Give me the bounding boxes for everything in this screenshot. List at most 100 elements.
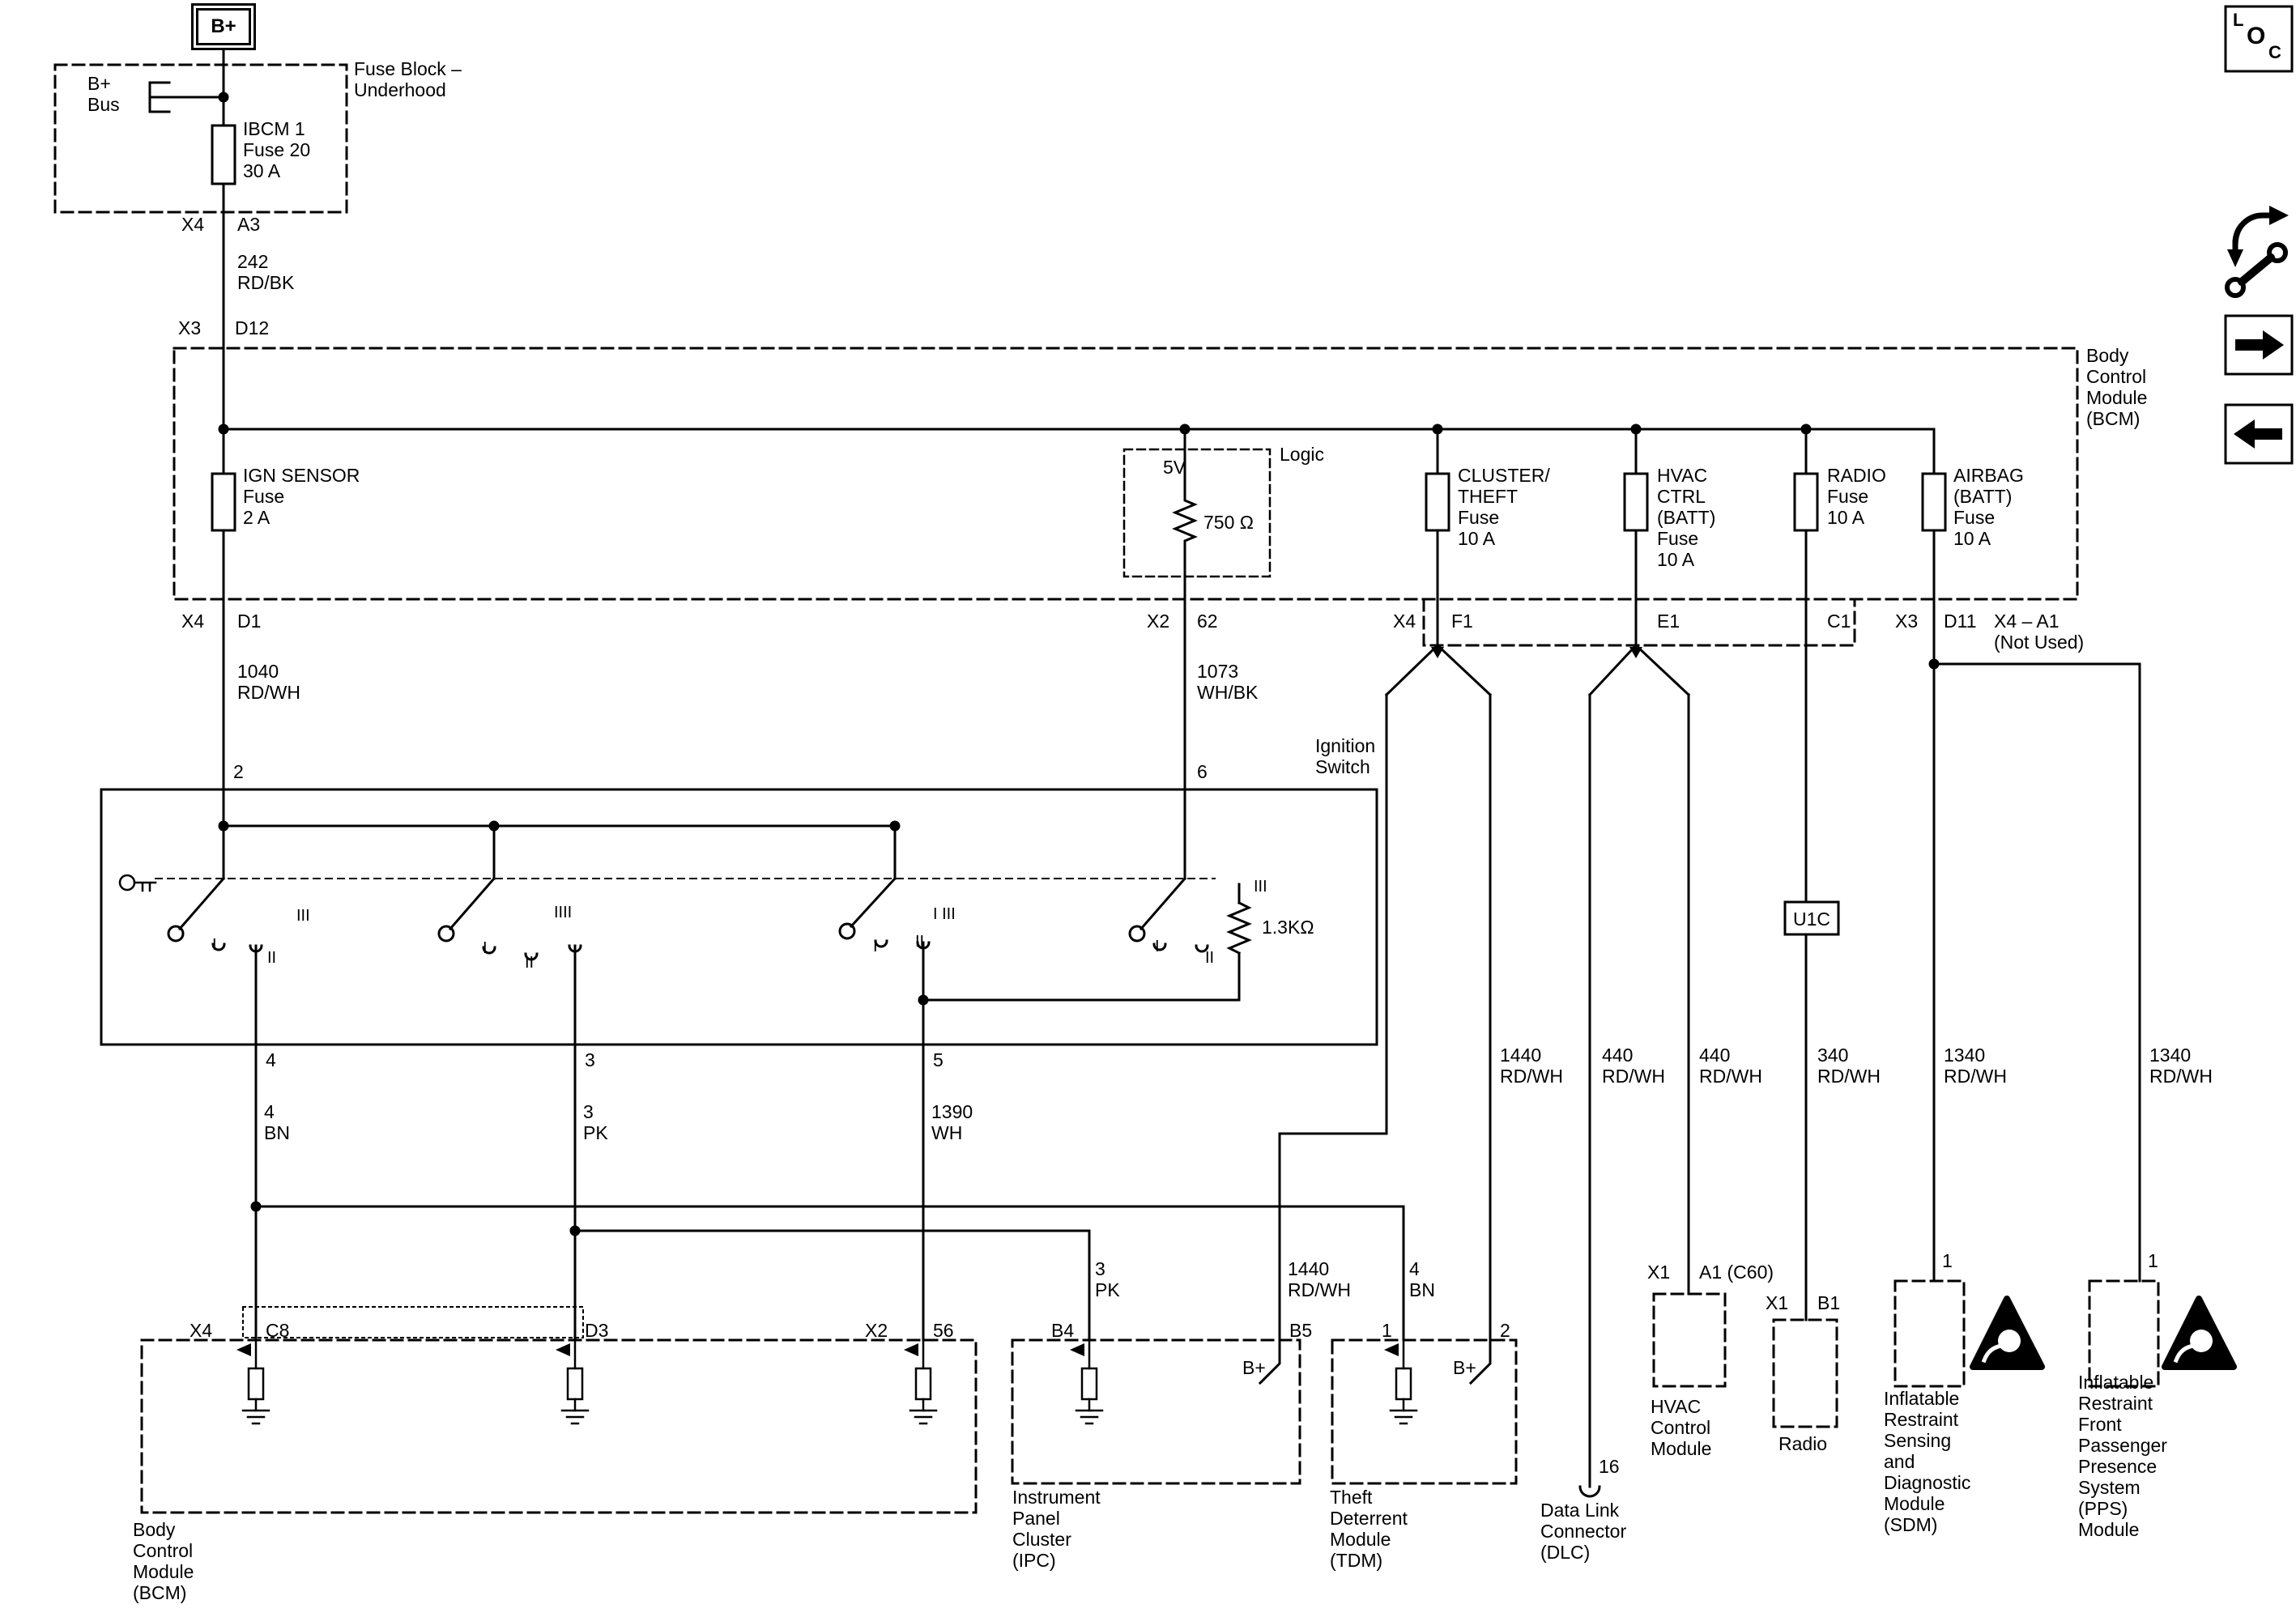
sw1-pos-iii: III — [296, 907, 310, 925]
key-icon — [118, 874, 157, 892]
tdm-box — [1331, 1338, 1518, 1485]
ground-d3 — [556, 1338, 590, 1425]
cluster-theft-fuse-label: CLUSTER/ THEFT Fuse 10 A — [1458, 465, 1550, 549]
pin-d11: D11 — [1944, 611, 1977, 632]
tdm-bplus: B+ — [1453, 1357, 1476, 1378]
connector-x4-c8: X4 — [190, 1320, 213, 1341]
wire-340-rdwh-label: 340 RD/WH — [1817, 1045, 1881, 1087]
ground-b4 — [1070, 1338, 1104, 1425]
bcm-box — [173, 347, 2079, 647]
bcm-bottom-box — [140, 1338, 978, 1514]
pin-62: 62 — [1197, 611, 1218, 632]
ign-sensor-fuse-label: IGN SENSOR Fuse 2 A — [243, 465, 360, 528]
bplus-terminal-label: B+ — [211, 15, 236, 37]
sw1-pos-i: I — [212, 936, 217, 954]
repair-tools-icon[interactable] — [2225, 206, 2289, 298]
ipc-bplus-stub — [1258, 1338, 1281, 1385]
ipc-bplus: B+ — [1242, 1357, 1266, 1378]
pin-4: 4 — [266, 1049, 276, 1070]
tdm-title: Theft Deterrent Module (TDM) — [1330, 1487, 1408, 1571]
pin-a3: A3 — [237, 214, 261, 235]
sw2-pos-i: I — [483, 939, 488, 957]
bcm-bottom-title: Body Control Module (BCM) — [133, 1519, 194, 1603]
wire-1440-rdwh-label-a: 1440 RD/WH — [1500, 1045, 1563, 1087]
u1c-connector-box — [1783, 900, 1840, 936]
wire-1340-rdwh-label-b: 1340 RD/WH — [2149, 1045, 2213, 1087]
wire-242-rdbk-label: 242 RD/BK — [237, 251, 295, 293]
logic-title: Logic — [1280, 444, 1324, 465]
tdm-bplus-stub — [1468, 1338, 1492, 1385]
ground-56 — [904, 1338, 938, 1425]
fuse-block-underhood-box — [53, 63, 348, 214]
connector-x1-hvac: X1 — [1647, 1262, 1671, 1283]
bcm-bus-and-fuses — [211, 423, 1947, 1321]
pin-d3: D3 — [585, 1320, 609, 1341]
radio-fuse-label: RADIO Fuse 10 A — [1827, 465, 1886, 528]
bplus-terminal: B+ — [191, 3, 256, 50]
sdm-pin-1: 1 — [1942, 1250, 1953, 1271]
fuse-block-underhood-label: Fuse Block – Underhood — [354, 58, 462, 100]
wire-440-rdwh-label-a: 440 RD/WH — [1602, 1045, 1665, 1087]
loc-icon-box[interactable] — [2224, 5, 2294, 73]
radio-title: Radio — [1778, 1433, 1828, 1454]
wire-4-bn-label-b: 4 BN — [1409, 1258, 1435, 1300]
passlock-resistor-symbol — [1226, 900, 1252, 955]
sw1-pos-ii: II — [267, 949, 277, 967]
wire-1340-rdwh-label-a: 1340 RD/WH — [1944, 1045, 2007, 1087]
forward-arrow-icon[interactable] — [2224, 314, 2294, 376]
pps-pin-1: 1 — [2148, 1250, 2158, 1271]
wire-1040-rdwh-label: 1040 RD/WH — [237, 661, 300, 703]
wire-3-pk-label: 3 PK — [583, 1101, 608, 1143]
pin-a1-c60: A1 (C60) — [1699, 1262, 1774, 1283]
pin-f1: F1 — [1451, 611, 1473, 632]
bcm-bottom-connector-strip — [242, 1306, 584, 1338]
branch-wiring — [1278, 643, 2141, 1498]
loc-c: C — [2268, 42, 2281, 62]
sdm-title: Inflatable Restraint Sensing and Diagnos… — [1884, 1388, 1971, 1535]
loc-o: O — [2247, 23, 2266, 49]
ipc-box — [1011, 1338, 1301, 1485]
sw2-pos-ii: II — [525, 954, 535, 972]
logic-box — [1122, 448, 1272, 578]
dlc-terminal-symbol — [1578, 1485, 1601, 1498]
pin-c1: C1 — [1827, 611, 1851, 632]
pin-3: 3 — [585, 1049, 595, 1070]
pin-b1: B1 — [1817, 1292, 1841, 1313]
sdm-airbag-warning-icon — [1970, 1296, 2045, 1370]
connector-x3-d12: X3 — [178, 317, 202, 338]
airbag-fuse-label: AIRBAG (BATT) Fuse 10 A — [1953, 465, 2024, 549]
sw3-pos-ii: II — [915, 933, 925, 951]
back-arrow-icon[interactable] — [2224, 403, 2294, 465]
connector-x4-d1: X4 — [181, 611, 205, 632]
ibcm-fuse-label: IBCM 1 Fuse 20 30 A — [243, 118, 311, 181]
tdm-pin-1: 1 — [1382, 1320, 1392, 1341]
sw-res-pos-iii: III — [1254, 878, 1267, 896]
pin-56: 56 — [933, 1320, 954, 1341]
pps-box — [2088, 1279, 2160, 1388]
ground-terminations — [236, 1338, 1492, 1425]
logic-resistor-symbol — [1172, 494, 1198, 547]
wire-1440-rdwh-label-b: 1440 RD/WH — [1288, 1258, 1351, 1300]
bcm-title: Body Control Module (BCM) — [2086, 345, 2148, 429]
connector-x4-a3: X4 — [181, 214, 205, 235]
tdm-pin-2: 2 — [1500, 1320, 1510, 1341]
connector-x2-56: X2 — [865, 1320, 888, 1341]
ignition-switch-title: Ignition Switch — [1315, 735, 1376, 777]
connector-x1-radio: X1 — [1766, 1292, 1789, 1313]
u1c-label: U1C — [1793, 908, 1831, 930]
radio-box — [1772, 1318, 1838, 1428]
wire-4-bn-label: 4 BN — [264, 1101, 290, 1143]
ground-c8 — [236, 1338, 270, 1425]
loc-l: L — [2233, 10, 2244, 30]
wire-1073-whbk-label: 1073 WH/BK — [1197, 661, 1259, 703]
sdm-box — [1893, 1279, 1966, 1388]
pps-airbag-warning-icon — [2162, 1296, 2237, 1370]
sw-resistor-label: 1.3KΩ — [1262, 917, 1314, 938]
pin-d1: D1 — [237, 611, 262, 632]
sw4-pos-ii: II — [1205, 949, 1215, 967]
dlc-pin-16: 16 — [1599, 1456, 1620, 1477]
pin-6: 6 — [1197, 761, 1208, 782]
dlc-title: Data Link Connector (DLC) — [1540, 1500, 1627, 1563]
